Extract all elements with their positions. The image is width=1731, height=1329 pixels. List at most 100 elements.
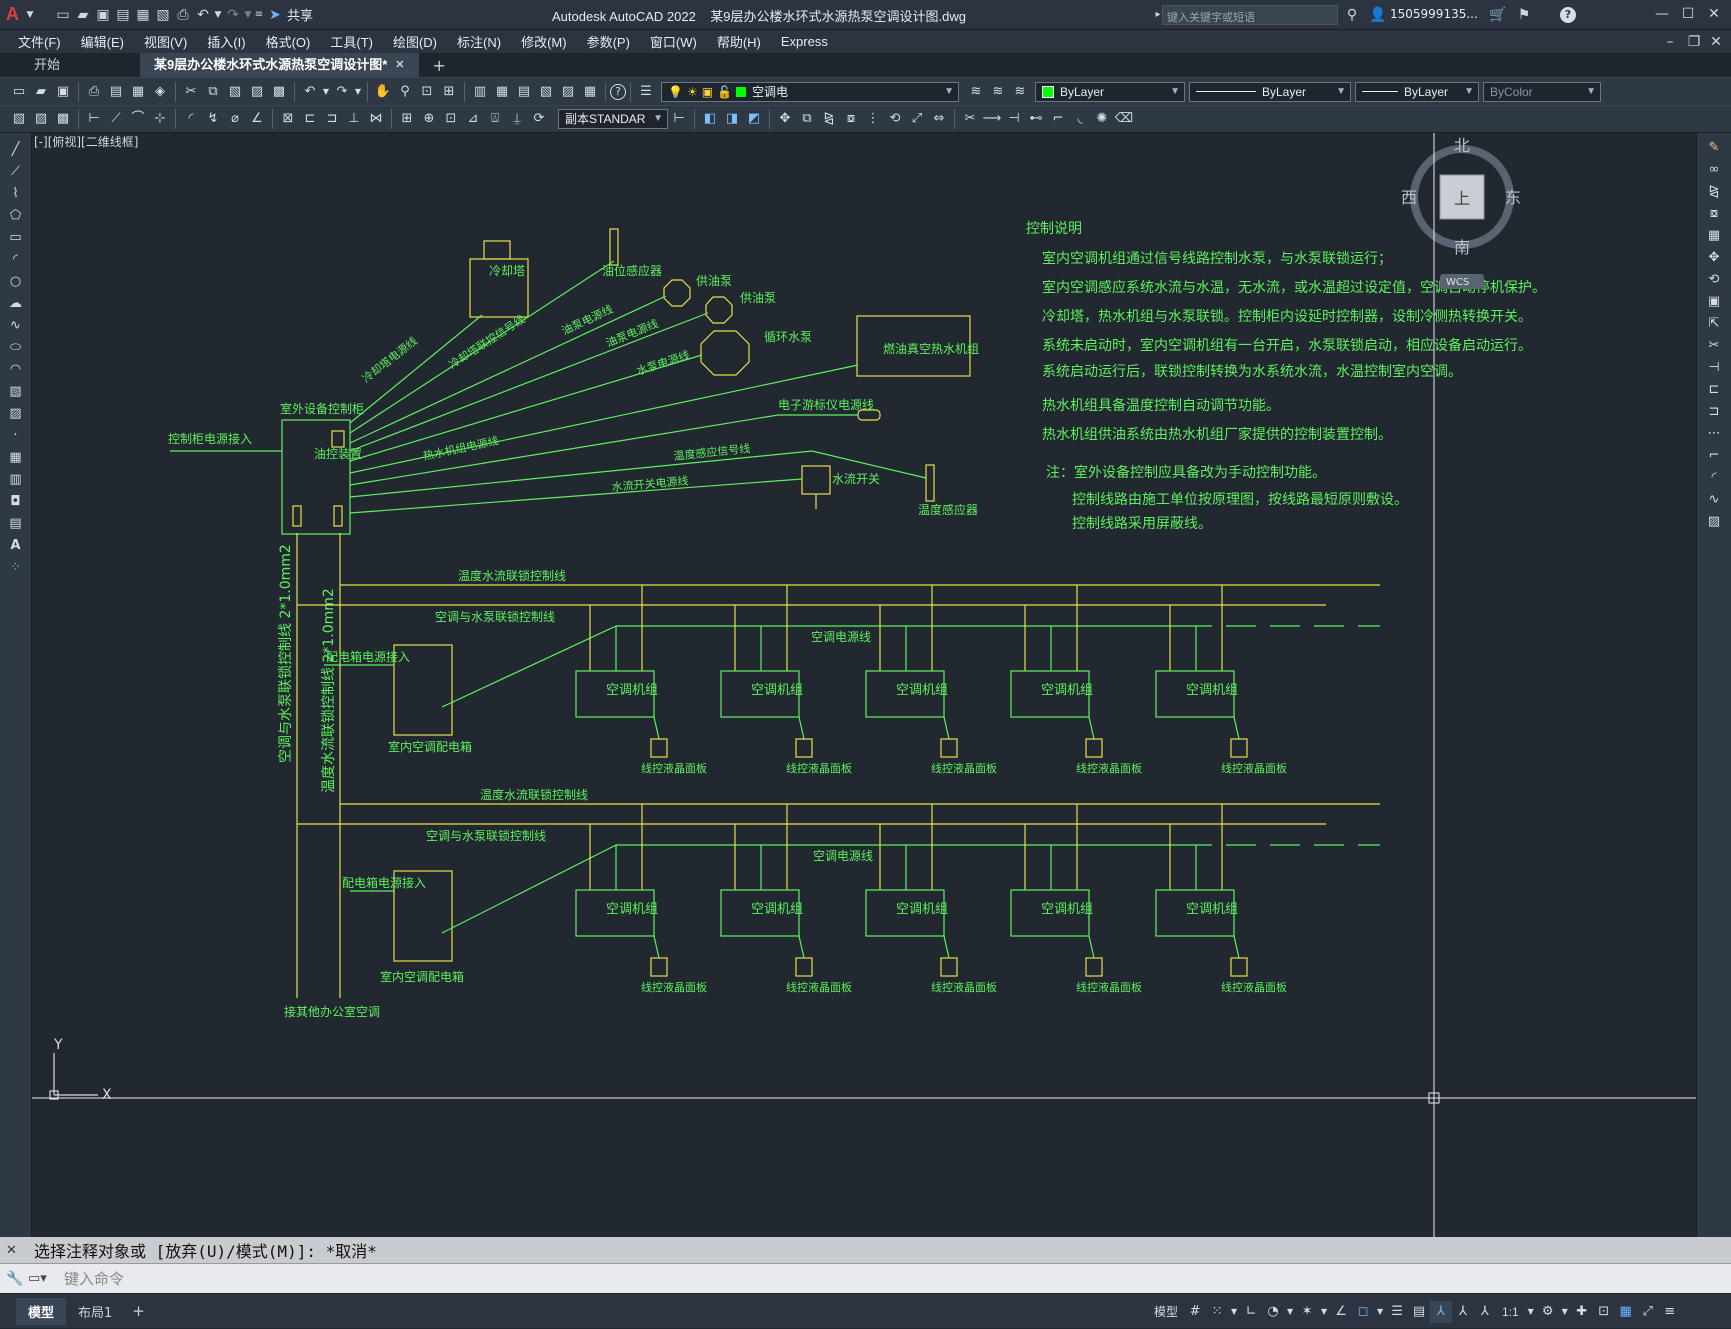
units-icon[interactable]: ⊡ <box>1598 1303 1610 1319</box>
paste-icon[interactable]: ▧ <box>228 83 242 99</box>
auto-scale-icon[interactable]: ⅄ <box>1459 1303 1467 1319</box>
layer-state-icon[interactable]: ≋ <box>1014 83 1026 99</box>
viewcube-face[interactable] <box>1439 174 1485 220</box>
menu-view[interactable]: 视图(V) <box>143 35 188 50</box>
compass-ring[interactable] <box>1410 145 1514 249</box>
make-current-icon[interactable]: ≋ <box>970 83 982 99</box>
menu-help[interactable]: 帮助(H) <box>716 35 761 50</box>
cut-icon[interactable]: ✂ <box>185 83 197 99</box>
doc-restore-icon[interactable]: ❐ <box>1687 34 1701 50</box>
layer-previous-icon[interactable]: ≋ <box>992 83 1004 99</box>
polyline-icon[interactable]: ⌇ <box>12 186 19 201</box>
dim-angular-icon[interactable]: ∠ <box>251 111 263 126</box>
isodraft-icon[interactable]: ✶ <box>1301 1303 1313 1319</box>
jogged-linear-icon[interactable]: ⊿ <box>467 111 479 126</box>
add-selected-icon[interactable]: ⁘ <box>10 560 21 575</box>
doc-minimize-icon[interactable]: – <box>1666 34 1674 50</box>
search-expand-icon[interactable]: ▸ <box>1155 9 1161 20</box>
color-dropdown[interactable]: ByLayer ▼ <box>1035 81 1185 102</box>
trim-icon[interactable]: ✂ <box>964 111 976 126</box>
break-point-icon[interactable]: ⊏ <box>1708 382 1720 397</box>
menu-insert[interactable]: 插入(I) <box>207 35 246 50</box>
dim-aligned-icon[interactable]: ⟋ <box>111 111 121 126</box>
fillet-icon[interactable]: ◟ <box>1077 111 1083 126</box>
redo-dropdown-icon[interactable]: ▼ <box>244 9 252 20</box>
mirror-right-icon[interactable]: ⧎ <box>1708 184 1720 199</box>
zoom-previous-icon[interactable]: ⊞ <box>443 83 455 99</box>
wcs-button[interactable] <box>1440 274 1484 289</box>
tab-model[interactable]: 模型 <box>16 1297 67 1325</box>
erase-right-icon[interactable]: ✎ <box>1708 140 1720 155</box>
blend-icon[interactable]: ∿ <box>1708 492 1720 507</box>
chamfer-icon[interactable]: ⌐ <box>1052 111 1064 126</box>
undo-tb-icon[interactable]: ↶ <box>304 83 316 99</box>
rotate-right-icon[interactable]: ⟲ <box>1708 272 1720 287</box>
make-block-left-icon[interactable]: ▨ <box>9 406 22 421</box>
add-layout-button[interactable]: + <box>132 1302 145 1320</box>
model-space-button[interactable]: 模型 <box>1154 1305 1179 1319</box>
array-icon[interactable]: ⋮ <box>866 111 880 126</box>
qselect-icon[interactable]: ▧ <box>12 111 26 126</box>
print-icon[interactable]: ⎙ <box>88 83 100 99</box>
publish-icon[interactable]: ▦ <box>131 83 145 99</box>
clean-screen-icon[interactable]: ⤢ <box>1642 1303 1653 1319</box>
view-3d-1-icon[interactable]: ◧ <box>703 111 717 126</box>
gradient-icon[interactable]: ▥ <box>9 472 22 487</box>
trim-right-icon[interactable]: ✂ <box>1708 338 1720 353</box>
extend-right-icon[interactable]: ⊣ <box>1708 360 1720 375</box>
break-icon[interactable]: ⊣ <box>1008 111 1020 126</box>
pan-icon[interactable]: ✋ <box>374 83 392 99</box>
3d-print-icon[interactable]: ◈ <box>155 83 165 99</box>
match-prop-icon[interactable]: ▨ <box>250 83 264 99</box>
command-close-icon[interactable]: ✕ <box>6 1242 17 1258</box>
layer-dropdown[interactable]: 💡 ☀ ▣ 🔓 空调电 ▼ <box>661 81 959 102</box>
help-tb-icon[interactable]: ? <box>610 83 626 100</box>
save-tb-icon[interactable]: ▣ <box>56 83 70 99</box>
calculator-icon[interactable]: ▦ <box>583 83 597 99</box>
insert-block-icon[interactable]: ▨ <box>34 111 48 126</box>
autocad-logo-icon[interactable]: A <box>6 4 19 24</box>
view-3d-3-icon[interactable]: ◩ <box>747 111 761 126</box>
tolerance-icon[interactable]: ⊞ <box>401 111 413 126</box>
tool-palette-icon[interactable]: ▤ <box>517 83 531 99</box>
construction-line-icon[interactable]: ⟋ <box>10 164 21 179</box>
dim-break-icon[interactable]: ⋈ <box>369 111 383 126</box>
explode-icon[interactable]: ✺ <box>1096 111 1108 126</box>
dim-text-edit-icon[interactable]: ⍊ <box>513 111 521 126</box>
cart-icon[interactable]: 🛒 <box>1489 7 1507 23</box>
dim-baseline-icon[interactable]: ⊏ <box>304 111 316 126</box>
markup-icon[interactable]: ▨ <box>561 83 575 99</box>
lineweight-dropdown[interactable]: ByLayer ▼ <box>1355 81 1479 102</box>
quick-dim-icon[interactable]: ⊠ <box>282 111 294 126</box>
search-input[interactable]: 键入关键字或短语 <box>1162 5 1338 25</box>
transparency-icon[interactable]: ▤ <box>1412 1303 1426 1319</box>
textstyle-dropdown[interactable]: 副本STANDAR ▼ <box>558 109 668 129</box>
make-block-icon[interactable]: ▩ <box>56 111 70 126</box>
viewcube-top-label[interactable]: 上 <box>1454 189 1470 208</box>
ellipse-icon[interactable]: ⬭ <box>9 340 22 355</box>
viewport-label[interactable]: [-][俯视][二维线框] <box>34 134 138 149</box>
save-web-icon[interactable]: ▧ <box>156 6 170 23</box>
annotation-scale-icon[interactable]: ⅄ <box>1481 1303 1489 1319</box>
extend-icon[interactable]: ⟶ <box>982 111 1002 126</box>
polygon-icon[interactable]: ⬠ <box>9 208 22 223</box>
linetype-dropdown[interactable]: ByLayer ▼ <box>1189 81 1351 102</box>
chamfer-right-icon[interactable]: ⌐ <box>1708 448 1720 463</box>
command-recent-icon[interactable]: ▭▾ <box>28 1271 47 1286</box>
menu-express[interactable]: Express <box>780 34 828 49</box>
open-icon[interactable]: ▰ <box>36 83 46 99</box>
exchange-icon[interactable]: ⚑ <box>1517 7 1531 23</box>
dim-edit-icon[interactable]: ⍍ <box>491 111 499 126</box>
menu-parametric[interactable]: 参数(P) <box>586 35 630 50</box>
dim-radius-icon[interactable]: ◜ <box>188 111 194 126</box>
menu-modify[interactable]: 修改(M) <box>521 35 567 50</box>
drawing-svg[interactable]: [-][俯视][二维线框] 控制说明 室内空调机组通过信号线路控制水泵，与水泵联… <box>32 133 1696 1237</box>
compass-north[interactable]: 北 <box>1454 136 1470 155</box>
line-icon[interactable]: ╱ <box>11 142 20 157</box>
close-window-icon[interactable]: ✕ <box>1708 6 1720 22</box>
lineweight-icon[interactable]: ☰ <box>1391 1303 1403 1319</box>
stretch-right-icon[interactable]: ⇱ <box>1708 316 1720 331</box>
rectangle-icon[interactable]: ▭ <box>9 230 22 245</box>
layer-manager-icon[interactable]: ☰ <box>640 83 652 99</box>
menu-tools[interactable]: 工具(T) <box>330 35 373 50</box>
